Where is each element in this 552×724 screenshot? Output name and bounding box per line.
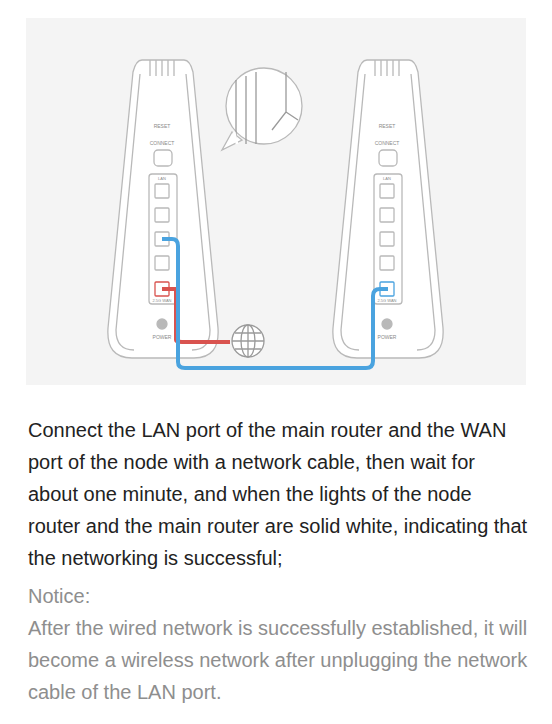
port-label: 2.5G WAN	[152, 298, 173, 303]
port-label: LAN	[382, 176, 392, 181]
part-label: RESET	[378, 123, 397, 129]
node-router	[333, 60, 443, 358]
zoom-bubble	[222, 68, 302, 150]
part-label: CONNECT	[374, 140, 401, 146]
instruction-text: Connect the LAN port of the main router …	[28, 414, 528, 574]
notice-text: After the wired network is successfully …	[28, 612, 528, 708]
lan-cable	[162, 239, 388, 368]
part-label: POWER	[377, 334, 398, 340]
main-router	[108, 60, 218, 358]
port-label: LAN	[157, 176, 167, 181]
illustration-panel	[26, 18, 526, 385]
internet-globe	[232, 325, 264, 357]
part-label: POWER	[152, 334, 173, 340]
port-label: 2.5G WAN	[377, 298, 398, 303]
notice-heading: Notice:	[28, 580, 528, 612]
part-label: RESET	[153, 123, 172, 129]
part-label: CONNECT	[149, 140, 176, 146]
